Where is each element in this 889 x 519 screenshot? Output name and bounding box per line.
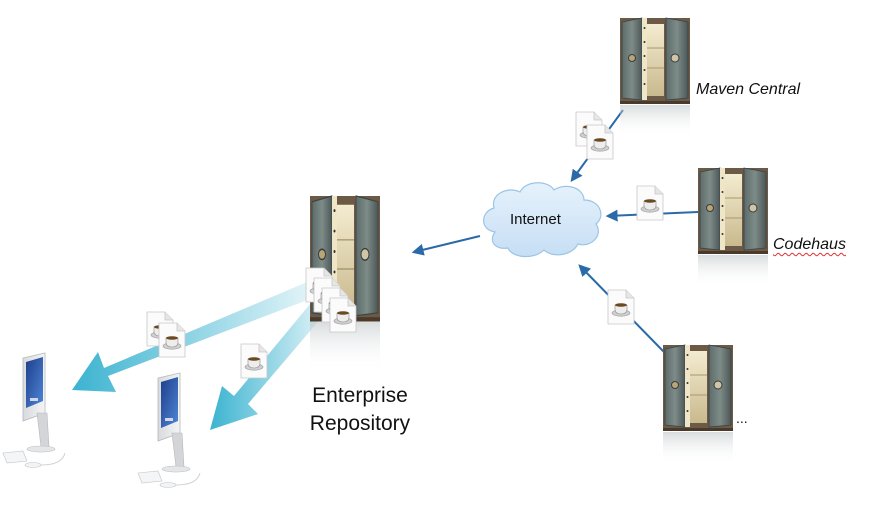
other-repository-label: ...	[736, 410, 748, 426]
maven-central-label: Maven Central	[696, 81, 801, 98]
enterprise-repository-label-line1: Enterprise	[312, 384, 408, 407]
vault-reflection	[620, 105, 690, 137]
codehaus-label-text: Codehaus	[773, 236, 846, 253]
cloud-icon	[483, 182, 602, 258]
download-arrow-client-1	[72, 280, 318, 392]
java-artifact-icon	[158, 322, 186, 358]
java-artifact-icon	[607, 289, 635, 325]
internet-label: Internet	[510, 211, 561, 228]
java-artifact-icon	[636, 185, 664, 221]
connector-internet-enterprise	[411, 235, 481, 256]
vault-reflection	[663, 432, 733, 464]
other-repository-node	[662, 344, 734, 464]
vault-icon	[619, 17, 691, 105]
internet-node	[483, 182, 602, 258]
vault-icon	[697, 167, 769, 255]
client-computer-2	[137, 372, 201, 488]
codehaus-node	[697, 167, 769, 287]
codehaus-label: Codehaus	[773, 236, 846, 254]
java-artifact-icon	[329, 297, 357, 333]
enterprise-repository-label: Enterprise Repository	[300, 382, 420, 438]
desktop-computer-icon	[2, 352, 66, 468]
download-arrow-client-2	[210, 298, 328, 430]
enterprise-repository-label-line2: Repository	[309, 412, 411, 435]
vault-reflection	[698, 255, 768, 287]
java-artifact-icon	[586, 124, 614, 160]
desktop-computer-icon	[137, 372, 201, 488]
maven-central-node	[619, 17, 691, 137]
vault-icon	[662, 344, 734, 432]
java-artifact-icon	[240, 343, 268, 379]
enterprise-repository-node	[305, 195, 381, 372]
client-computer-1	[2, 352, 66, 468]
